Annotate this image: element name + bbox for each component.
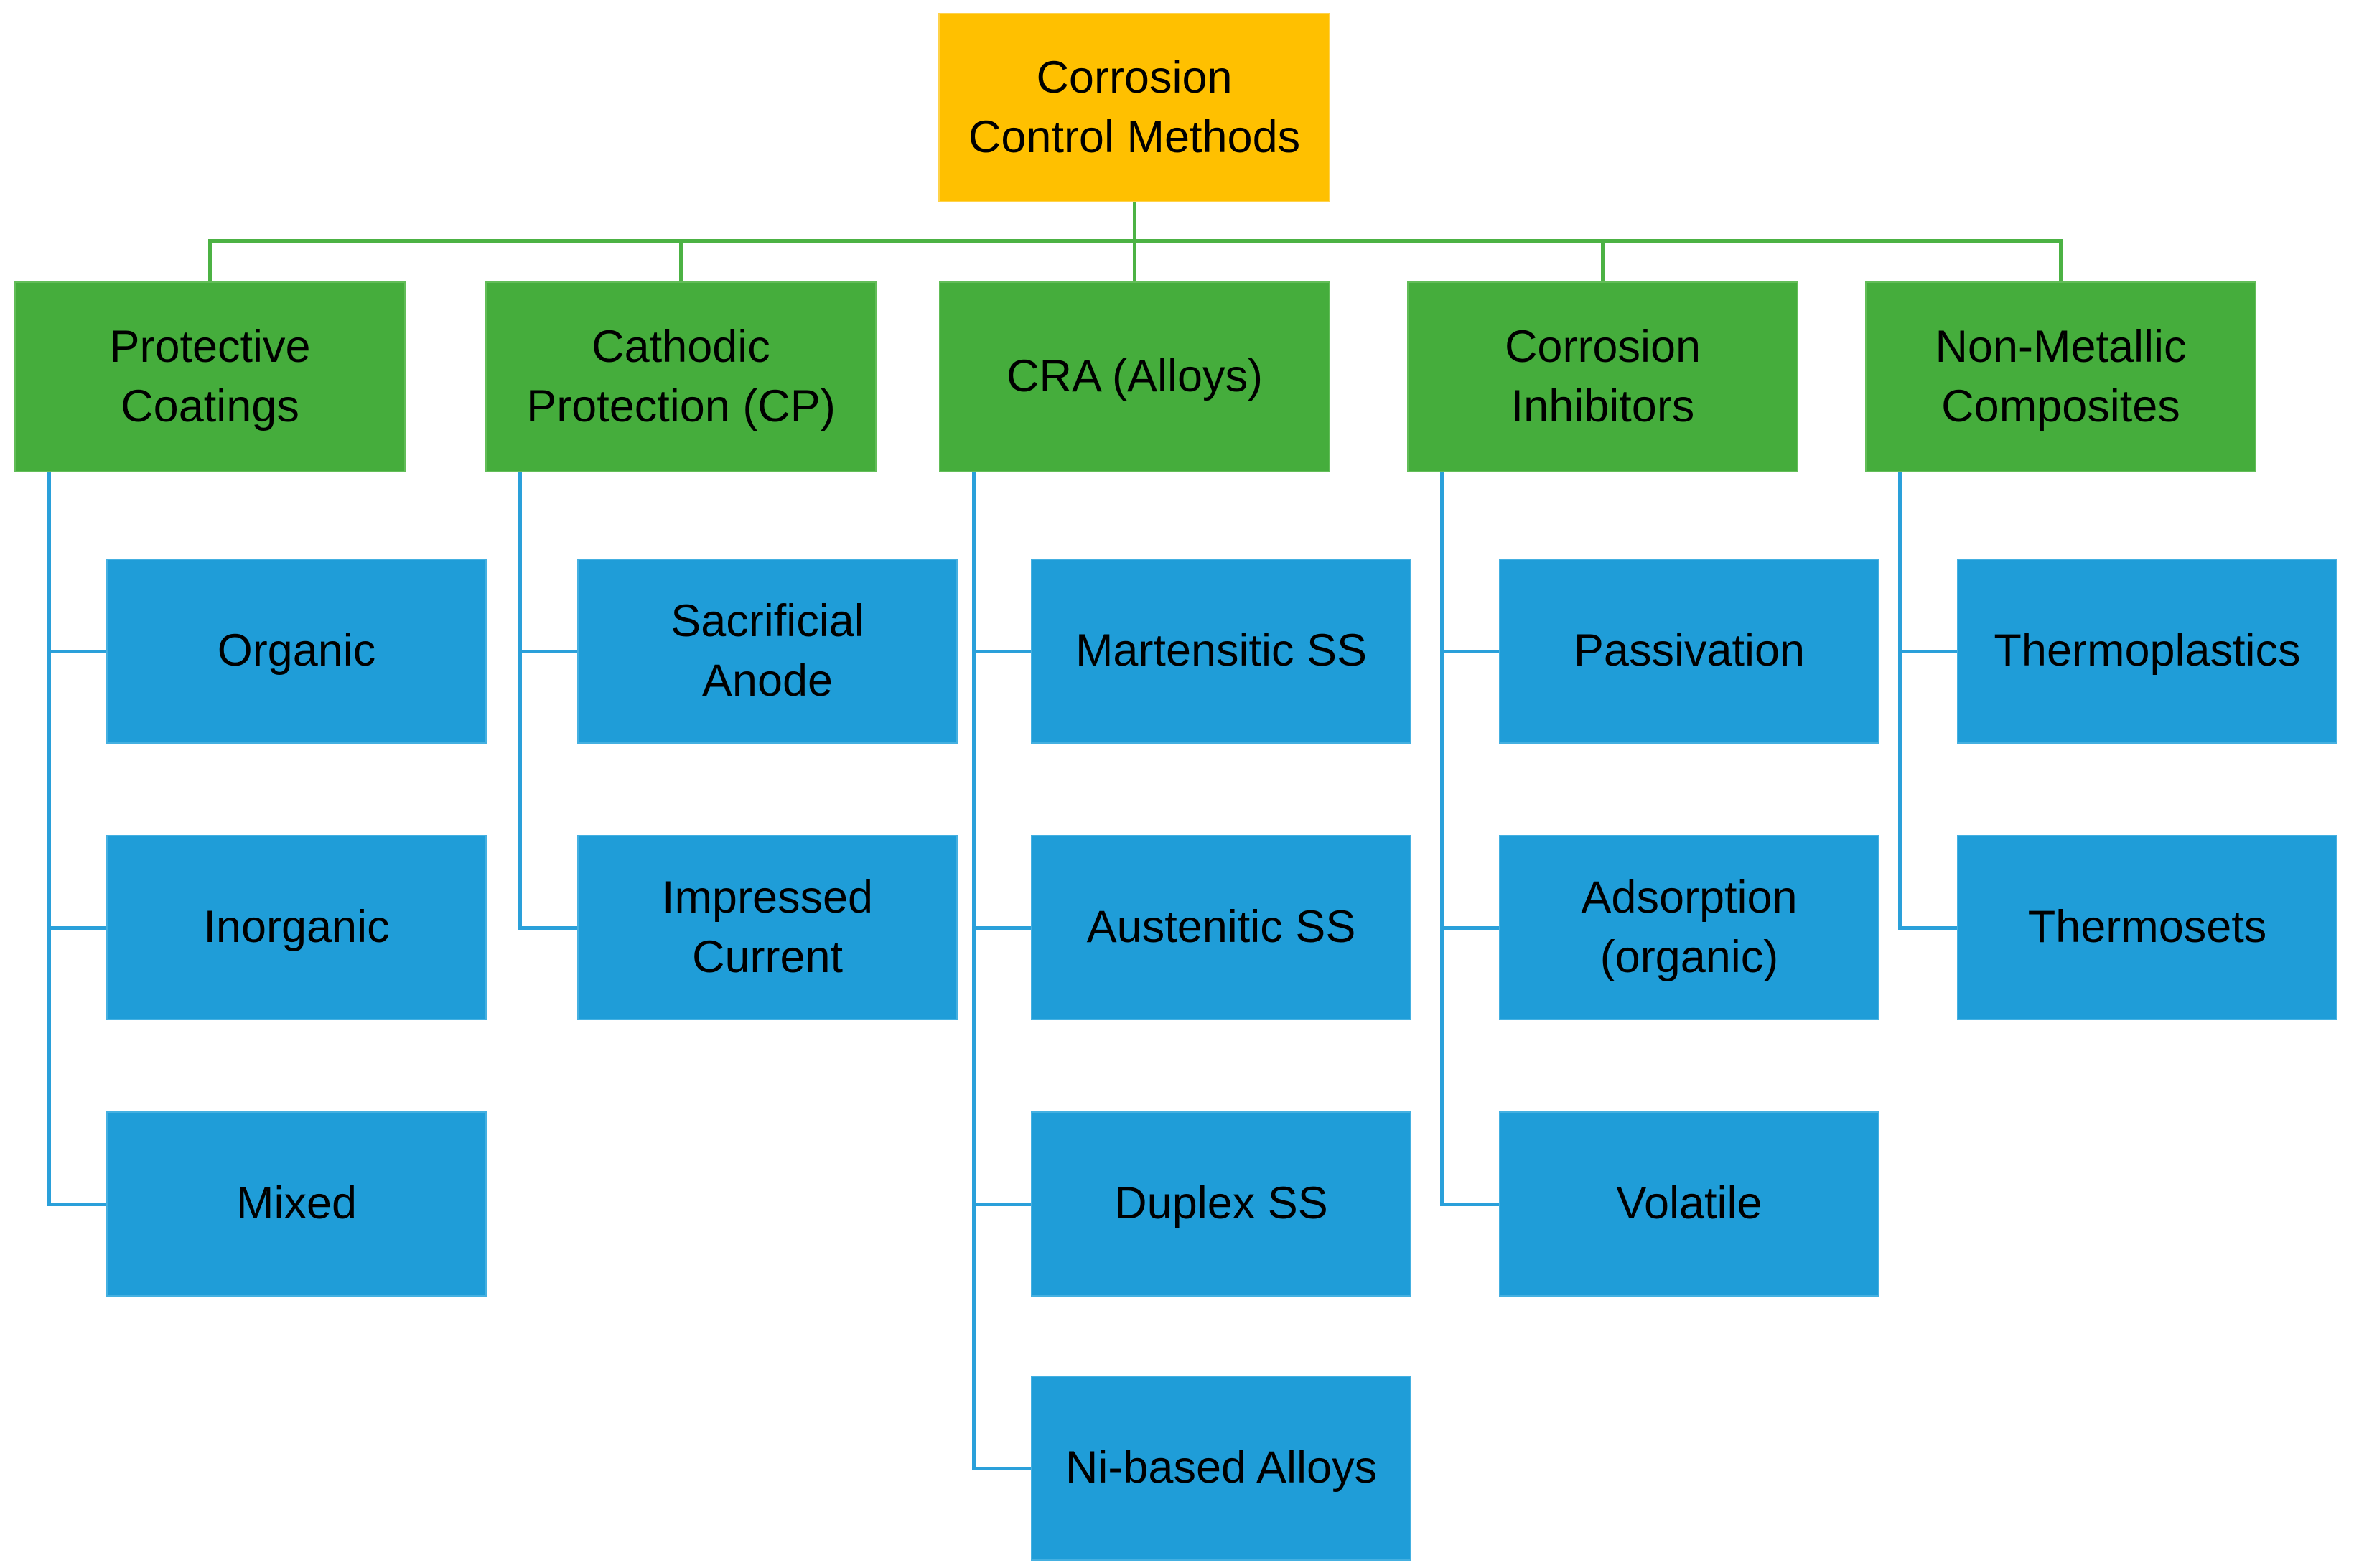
connector-stub-sacrificial-anode [518, 650, 577, 653]
branch-corrosion-inhibitors: Corrosion Inhibitors [1407, 281, 1798, 472]
connector-stub-impressed-current [518, 926, 577, 930]
leaf-volatile: Volatile [1499, 1111, 1879, 1297]
leaf-organic: Organic [106, 559, 487, 744]
connector-root-drop [1133, 202, 1136, 283]
connector-col4-vline [1440, 472, 1444, 1205]
connector-stub-duplex-ss [972, 1203, 1031, 1206]
leaf-austenitic-ss: Austenitic SS [1031, 835, 1411, 1020]
leaf-ni-based-alloys: Ni-based Alloys [1031, 1376, 1411, 1561]
connector-stub-thermosets [1898, 926, 1957, 930]
branch-cra-alloys: CRA (Alloys) [939, 281, 1330, 472]
branch-protective-coatings: Protective Coatings [14, 281, 406, 472]
branch-cathodic-protection: Cathodic Protection (CP) [485, 281, 877, 472]
leaf-sacrificial-anode: Sacrificial Anode [577, 559, 958, 744]
connector-col2-vline [518, 472, 522, 929]
connector-drop-protective [208, 239, 212, 282]
leaf-thermoplastics: Thermoplastics [1957, 559, 2337, 744]
branch-non-metallic-composites: Non-Metallic Composites [1865, 281, 2256, 472]
leaf-thermosets: Thermosets [1957, 835, 2337, 1020]
leaf-mixed: Mixed [106, 1111, 487, 1297]
connector-stub-austenitic-ss [972, 926, 1031, 930]
node-corrosion-control-methods: Corrosion Control Methods [938, 13, 1330, 202]
connector-stub-mixed [47, 1203, 106, 1206]
connector-col5-vline [1898, 472, 1902, 929]
connector-drop-composites [2059, 239, 2063, 282]
leaf-impressed-current: Impressed Current [577, 835, 958, 1020]
connector-stub-martensitic-ss [972, 650, 1031, 653]
connector-stub-ni-based-alloys [972, 1467, 1031, 1470]
connector-drop-inhibitors [1601, 239, 1605, 282]
leaf-martensitic-ss: Martensitic SS [1031, 559, 1411, 744]
connector-level1-hline [208, 239, 2063, 243]
connector-stub-volatile [1440, 1203, 1499, 1206]
connector-stub-thermoplastics [1898, 650, 1957, 653]
leaf-duplex-ss: Duplex SS [1031, 1111, 1411, 1297]
connector-stub-organic [47, 650, 106, 653]
connector-col1-vline [47, 472, 51, 1205]
leaf-adsorption-organic: Adsorption (organic) [1499, 835, 1879, 1020]
connector-stub-inorganic [47, 926, 106, 930]
connector-stub-adsorption [1440, 926, 1499, 930]
leaf-inorganic: Inorganic [106, 835, 487, 1020]
connector-col3-vline [972, 472, 976, 1470]
connector-stub-passivation [1440, 650, 1499, 653]
connector-drop-cathodic [679, 239, 683, 282]
leaf-passivation: Passivation [1499, 559, 1879, 744]
